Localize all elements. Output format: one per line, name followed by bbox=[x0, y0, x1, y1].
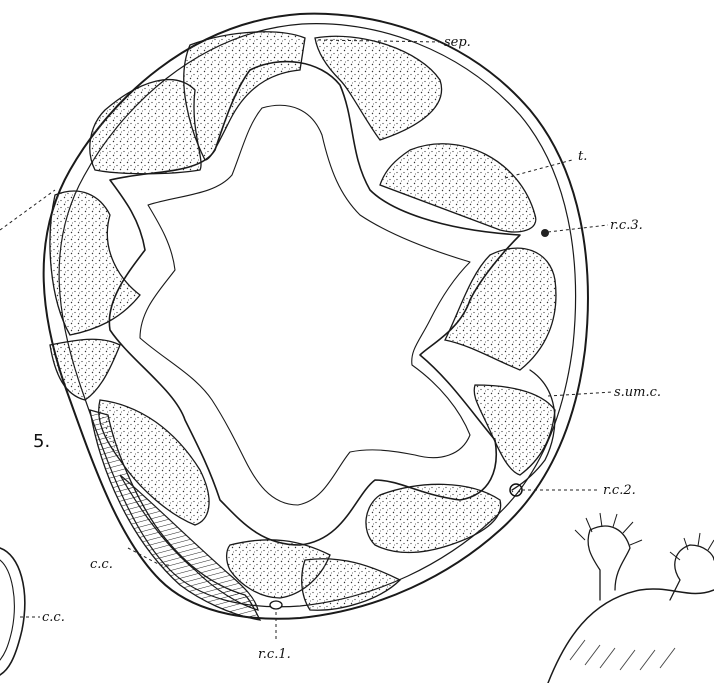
label-rc3: r.c.3. bbox=[610, 218, 643, 233]
figure-number: 5. bbox=[33, 431, 50, 452]
radial-canal-3 bbox=[541, 229, 549, 237]
label-rc2: r.c.2. bbox=[603, 483, 636, 498]
label-sumc: s.um.c. bbox=[614, 385, 661, 400]
left-partial-figure bbox=[0, 548, 25, 675]
label-cc-inner: c.c. bbox=[90, 557, 113, 572]
radial-canal-1 bbox=[270, 601, 282, 609]
label-sep: sep. bbox=[444, 35, 471, 50]
polyp-sketch-right bbox=[548, 513, 714, 683]
stippled-tissue-lobes bbox=[50, 32, 556, 610]
label-t: t. bbox=[578, 149, 587, 164]
label-cc-outer: c.c. bbox=[42, 610, 65, 625]
label-rc1: r.c.1. bbox=[258, 647, 291, 662]
